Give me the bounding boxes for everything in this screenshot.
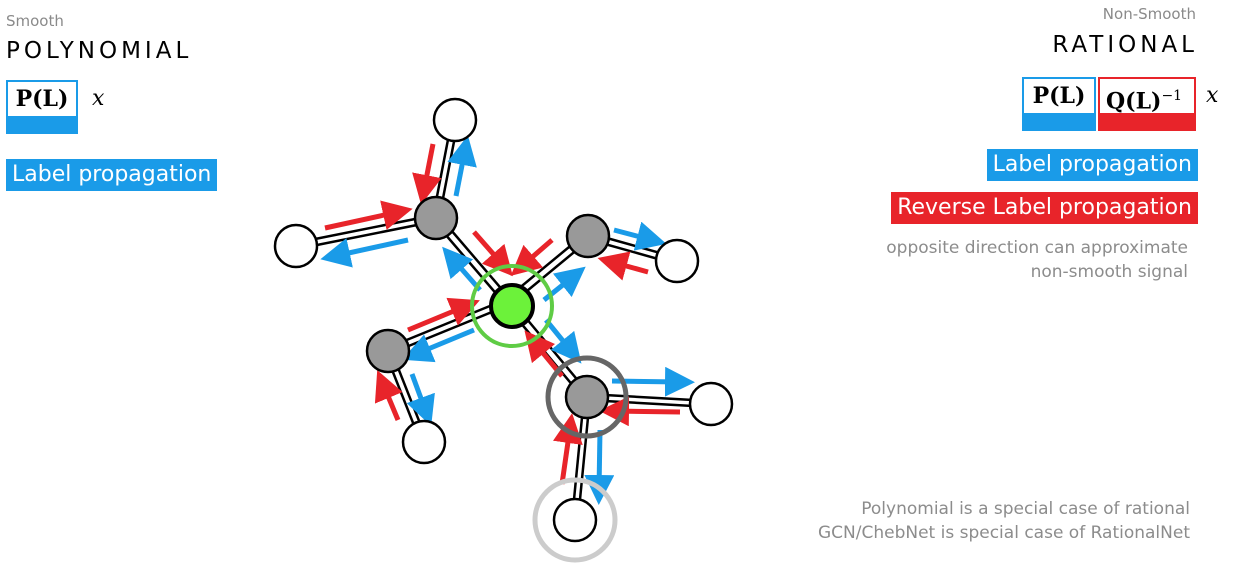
blue-arrow xyxy=(447,135,477,197)
hidden-node xyxy=(564,374,610,420)
blue-arrow xyxy=(544,318,582,364)
blue-arrow xyxy=(613,221,667,251)
p-of-l-bar xyxy=(1022,114,1096,131)
p-of-l-box: P(L) xyxy=(1022,77,1096,131)
edge xyxy=(296,219,438,251)
p-of-l-box: P(L) xyxy=(6,80,78,134)
red-arrow xyxy=(510,238,554,276)
graph-nodes xyxy=(273,97,734,543)
reverse-label-propagation-tag: Reverse Label propagation xyxy=(891,192,1198,224)
q-of-l-box: Q(L)−1 xyxy=(1098,77,1196,131)
q-of-l-base: Q(L) xyxy=(1106,88,1162,115)
red-arrow xyxy=(472,230,513,277)
polynomial-title: POLYNOMIAL xyxy=(6,38,193,64)
smooth-label: Smooth xyxy=(6,12,64,30)
rational-title: RATIONAL xyxy=(1052,32,1198,58)
red-arrow xyxy=(553,413,583,485)
dark-ring xyxy=(545,355,629,439)
approximation-note-line2: non-smooth signal xyxy=(1030,262,1188,282)
leaf-node xyxy=(432,97,478,143)
q-of-l-term: Q(L)−1 xyxy=(1100,79,1194,118)
center-node xyxy=(489,283,535,329)
red-arrow xyxy=(407,297,480,333)
leaf-node xyxy=(552,497,598,543)
non-smooth-label: Non-Smooth xyxy=(1102,5,1196,23)
blue-arrow xyxy=(584,429,615,505)
light-ring xyxy=(532,477,618,563)
hidden-node xyxy=(565,213,611,259)
leaf-node xyxy=(688,381,734,427)
hidden-node xyxy=(413,195,459,241)
label-propagation-tag: Label propagation xyxy=(986,149,1198,181)
red-arrow xyxy=(324,200,413,231)
approximation-note-line1: opposite direction can approximate xyxy=(886,238,1188,258)
x-variable: x xyxy=(1206,83,1219,108)
label-propagation-tag: Label propagation xyxy=(6,159,218,191)
footer-note-line1: Polynomial is a special case of rational xyxy=(861,499,1190,519)
q-of-l-bar xyxy=(1098,114,1196,131)
x-variable: x xyxy=(92,86,105,111)
red-arrow xyxy=(412,143,442,205)
leaf-node xyxy=(401,419,447,465)
p-of-l-term: P(L) xyxy=(1032,83,1086,109)
rational-formula: P(L) Q(L)−1 x xyxy=(1022,77,1232,133)
footer-note-line2: GCN/ChebNet is special case of RationalN… xyxy=(817,523,1190,543)
red-arrow xyxy=(597,251,649,281)
p-of-l-term: P(L) xyxy=(15,86,69,112)
green-ring xyxy=(470,264,554,348)
p-of-l-bar xyxy=(6,117,78,134)
leaf-node xyxy=(273,223,319,269)
approximation-note: opposite direction can approximate non-s… xyxy=(788,236,1188,284)
blue-arrow xyxy=(402,327,475,363)
blue-arrow xyxy=(320,237,409,268)
red-arrow xyxy=(374,370,403,421)
propagation-arrows xyxy=(320,135,695,505)
leaf-node xyxy=(654,238,700,284)
footer-note: Polynomial is a special case of rational… xyxy=(690,497,1190,545)
blue-arrow xyxy=(442,246,482,292)
q-of-l-exponent: −1 xyxy=(1161,88,1183,104)
hidden-node xyxy=(365,328,411,374)
blue-arrow xyxy=(406,373,435,427)
